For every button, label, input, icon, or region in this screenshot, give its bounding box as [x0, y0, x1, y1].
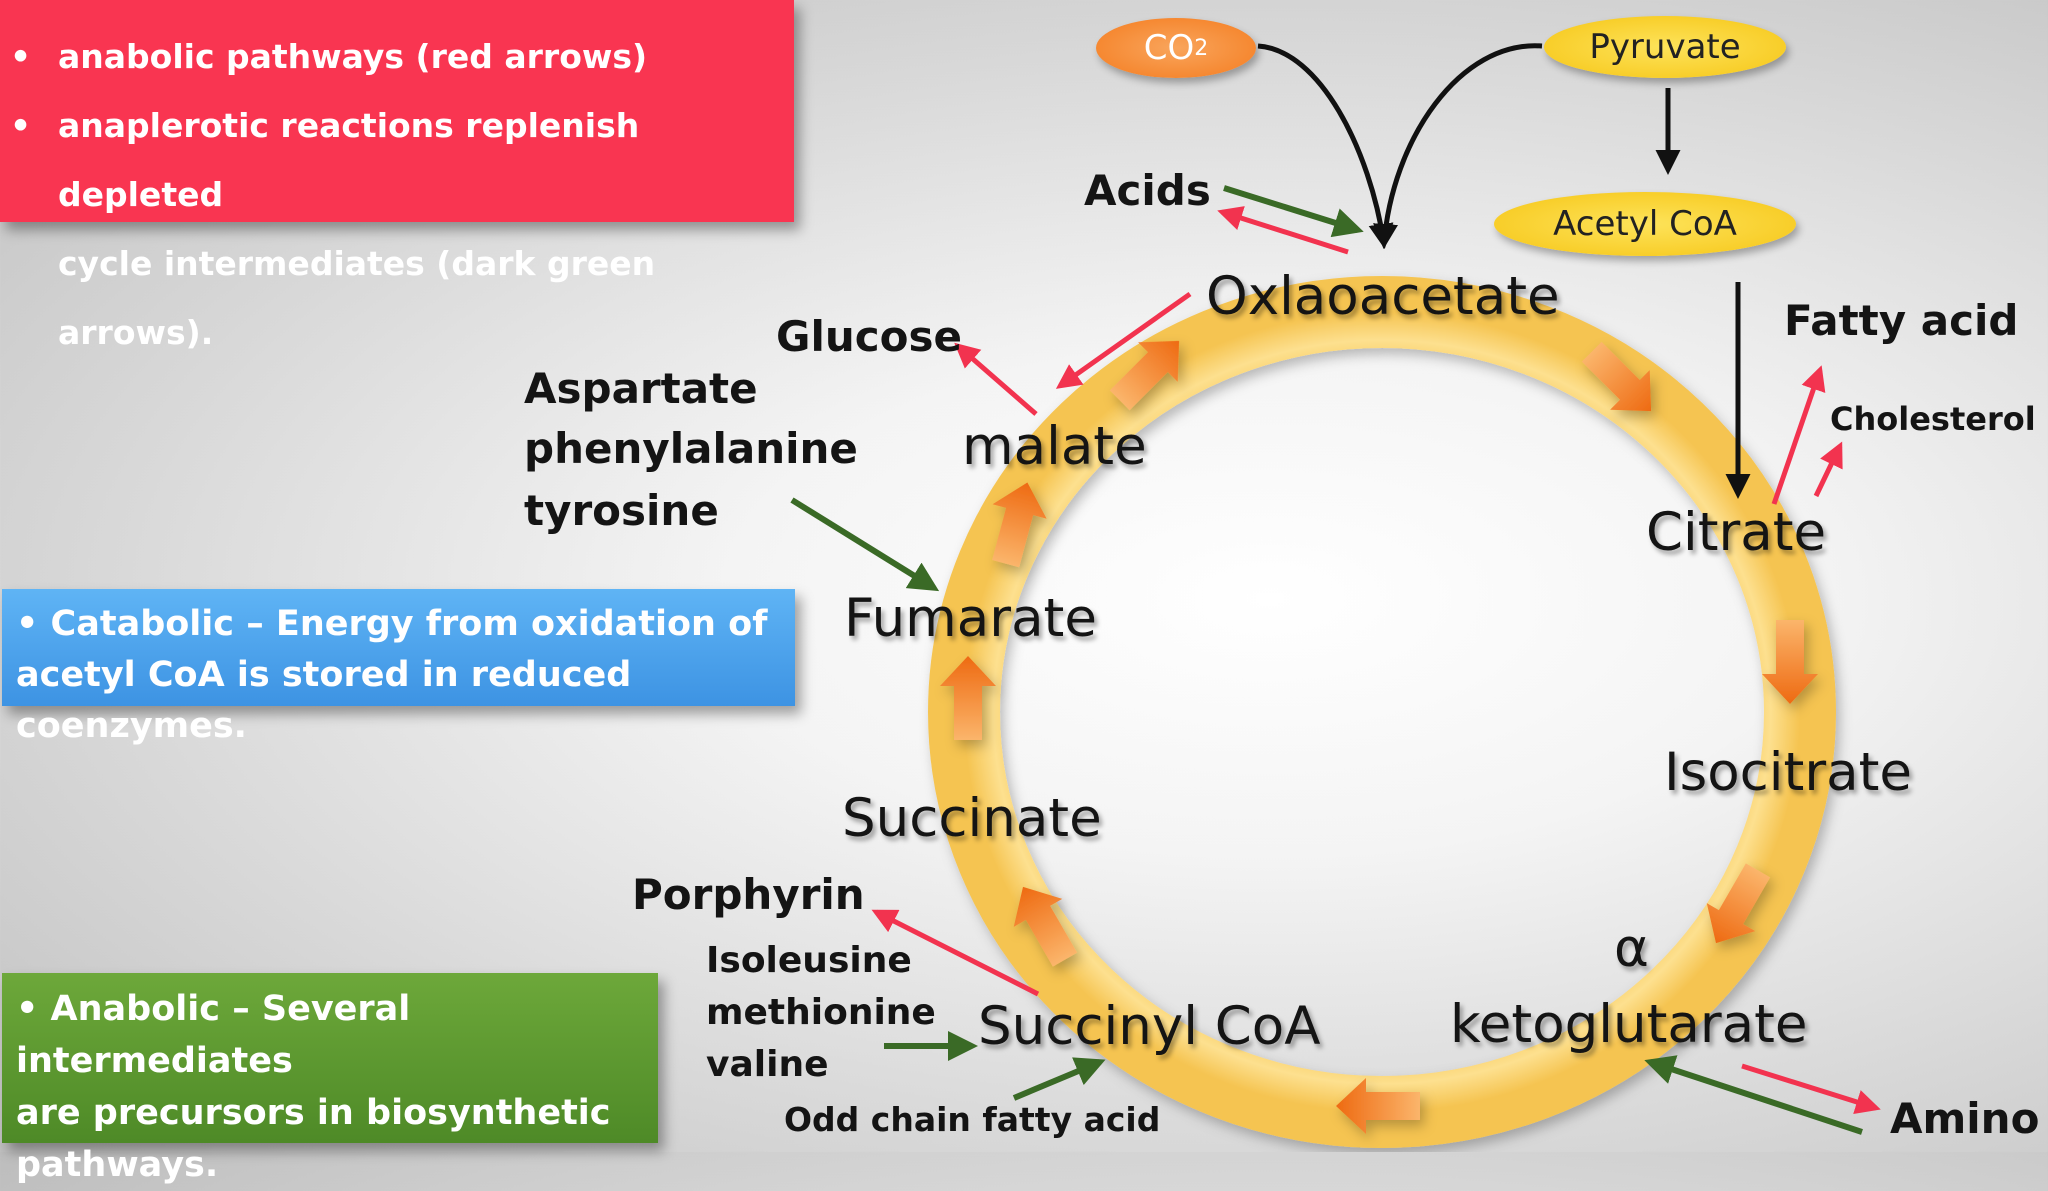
phenylalanine-label: phenylalanine	[524, 424, 858, 473]
isocitrate-label: Isocitrate	[1664, 742, 1912, 803]
malate-label: malate	[962, 416, 1147, 477]
bullet-dot: •	[10, 37, 32, 76]
arrow-isocitrate-ketoglutarate	[1706, 863, 1771, 944]
amino-label: Amino	[1890, 1094, 2040, 1143]
arrow-malate-glucose	[954, 342, 1038, 416]
acetyl-coa-label: Acetyl CoA	[1553, 204, 1737, 244]
glucose-label: Glucose	[776, 312, 963, 361]
fatty-acid-label: Fatty acid	[1784, 296, 2019, 345]
pyruvate-label: Pyruvate	[1589, 27, 1741, 67]
odd-chain-fatty-acid-label: Odd chain fatty acid	[784, 1100, 1161, 1139]
arrow-acids-oxaloacetate	[1223, 185, 1364, 238]
arrow-oxaloacetate-malate	[1055, 291, 1192, 389]
catabolic-text-1: • Catabolic – Energy from oxidation of	[16, 604, 768, 644]
aspartate-label: Aspartate	[524, 364, 758, 413]
arrow-oxaloacetate-acids	[1217, 206, 1349, 255]
arrow-fumarate-malate	[992, 482, 1047, 568]
arrow-co2-in	[1257, 43, 1394, 249]
pyruvate-pill: Pyruvate	[1544, 16, 1786, 78]
anabolic-arrows-text: anabolic pathways (red arrows)	[58, 37, 648, 76]
arrow-succinate-fumarate	[940, 656, 996, 740]
anabolic-note: • anabolic pathways (red arrows) • anapl…	[0, 0, 794, 352]
arrow-pyruvate-in	[1373, 43, 1543, 249]
arrow-malate-oxaloacetate	[1109, 340, 1180, 411]
methionine-label: methionine	[706, 992, 936, 1033]
arrow-amino-ketoglutarate	[1644, 1055, 1863, 1135]
acids-label: Acids	[1084, 166, 1211, 215]
fumarate-label: Fumarate	[844, 588, 1097, 649]
arrow-aspartate-fumarate	[790, 497, 940, 592]
arrow-succinylcoa-porphyrin	[871, 909, 1040, 997]
citrate-label: Citrate	[1646, 502, 1827, 563]
input-arrows	[1257, 43, 1751, 499]
porphyrin-label: Porphyrin	[632, 870, 865, 919]
oxaloacetate-label: Oxlaoacetate	[1206, 266, 1560, 327]
acetyl-coa-pill: Acetyl CoA	[1494, 192, 1796, 256]
succinate-label: Succinate	[842, 788, 1102, 849]
note-bullet-2: • anaplerotic reactions replenish deplet…	[10, 91, 774, 229]
ketoglutarate-label: ketoglutarate	[1450, 994, 1808, 1055]
anabolic-arrows	[871, 206, 1881, 1114]
succinyl-coa-label: Succinyl CoA	[978, 996, 1321, 1057]
arrow-citrate-fattyacid	[1771, 365, 1826, 505]
note-bullet-1: • anabolic pathways (red arrows)	[10, 22, 774, 91]
anaplerotic-arrows	[790, 185, 1863, 1135]
arrow-oddchain-succinylcoa	[1012, 1057, 1106, 1101]
arrow-ketoglutarate-succinylcoa	[1336, 1078, 1420, 1134]
catabolic-text-2: acetyl CoA is stored in reduced coenzyme…	[16, 655, 632, 746]
anaplerotic-text-1: anaplerotic reactions replenish depleted	[58, 106, 640, 214]
cycle-arrows	[940, 340, 1818, 1134]
krebs-cycle-diagram	[790, 43, 1881, 1148]
anabolic-text-1: • Anabolic – Several intermediates	[16, 989, 411, 1081]
cholesterol-label: Cholesterol	[1830, 400, 2036, 438]
arrow-ketoglutarate-amino	[1741, 1063, 1881, 1114]
valine-label: valine	[706, 1044, 829, 1085]
arrow-oxaloacetate-citrate	[1581, 341, 1652, 412]
isoleusine-label: Isoleusine	[706, 940, 912, 981]
arrow-citrate-cholesterol	[1813, 441, 1843, 498]
anabolic-text-2: are precursors in biosynthetic	[16, 1093, 611, 1133]
alpha-label: α	[1614, 918, 1649, 979]
arrow-citrate-isocitrate	[1762, 620, 1818, 704]
catabolic-note: • Catabolic – Energy from oxidation of a…	[2, 589, 795, 746]
co2-label: CO	[1143, 28, 1195, 68]
co2-subscript: 2	[1194, 35, 1209, 61]
arrow-succinylcoa-succinate	[1013, 886, 1078, 967]
tyrosine-label: tyrosine	[524, 486, 719, 535]
anaplerotic-text-2: cycle intermediates (dark green arrows).	[58, 244, 656, 352]
bullet-dot: •	[10, 106, 32, 145]
